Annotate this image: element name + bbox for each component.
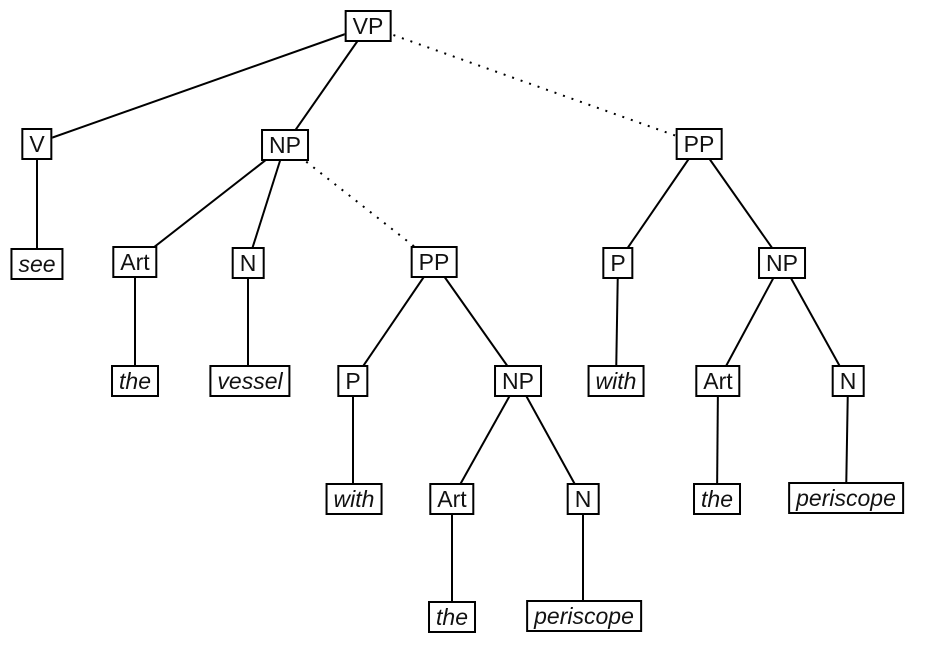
node-word-see: see <box>10 248 64 280</box>
node-art-object: Art <box>112 246 158 278</box>
edge-npmid-art <box>451 380 519 500</box>
node-word-the-vp: the <box>693 483 741 515</box>
node-np-vp-attached: NP <box>758 247 806 279</box>
node-np-object: NP <box>261 129 309 161</box>
edge-np-n <box>247 144 286 263</box>
node-word-with-np: with <box>325 483 383 515</box>
node-np-np-attached: NP <box>494 365 542 397</box>
edge-pright-with <box>615 261 619 382</box>
edge-ppmid-p <box>352 261 435 382</box>
edge-ppright-p <box>617 143 700 263</box>
node-p-np-attached: P <box>337 365 369 397</box>
node-art-vp-attached: Art <box>695 365 741 397</box>
edge-npright-n <box>781 261 849 382</box>
node-word-vessel: vessel <box>209 365 291 397</box>
edge-vp-pp-dotted <box>367 25 700 145</box>
node-n-vp-attached: N <box>831 365 865 397</box>
edge-npright-art <box>717 261 783 382</box>
edge-nright-periscope <box>845 380 849 500</box>
node-word-periscope-np: periscope <box>526 600 642 632</box>
node-word-the-object: the <box>111 365 159 397</box>
node-vp-root: VP <box>344 10 392 42</box>
node-art-np-attached: Art <box>429 483 475 515</box>
edge-ppmid-np <box>433 261 519 382</box>
node-pp-vp-attached: PP <box>675 128 723 160</box>
edge-vp-np <box>284 25 369 146</box>
edge-npmid-n <box>517 380 584 500</box>
edge-np-pp-dotted <box>284 144 435 263</box>
node-n-object: N <box>231 247 265 279</box>
edge-artright-the <box>716 380 719 500</box>
node-n-np-attached: N <box>566 483 600 515</box>
edge-ppright-np <box>698 143 783 263</box>
edge-np-art <box>134 144 286 263</box>
node-word-the-np: the <box>428 601 476 633</box>
node-word-with-vp: with <box>587 365 645 397</box>
edge-vp-v <box>36 25 369 144</box>
node-word-periscope-vp: periscope <box>788 482 904 514</box>
node-p-vp-attached: P <box>602 247 634 279</box>
node-v: V <box>21 128 53 160</box>
node-pp-np-attached: PP <box>410 246 458 278</box>
